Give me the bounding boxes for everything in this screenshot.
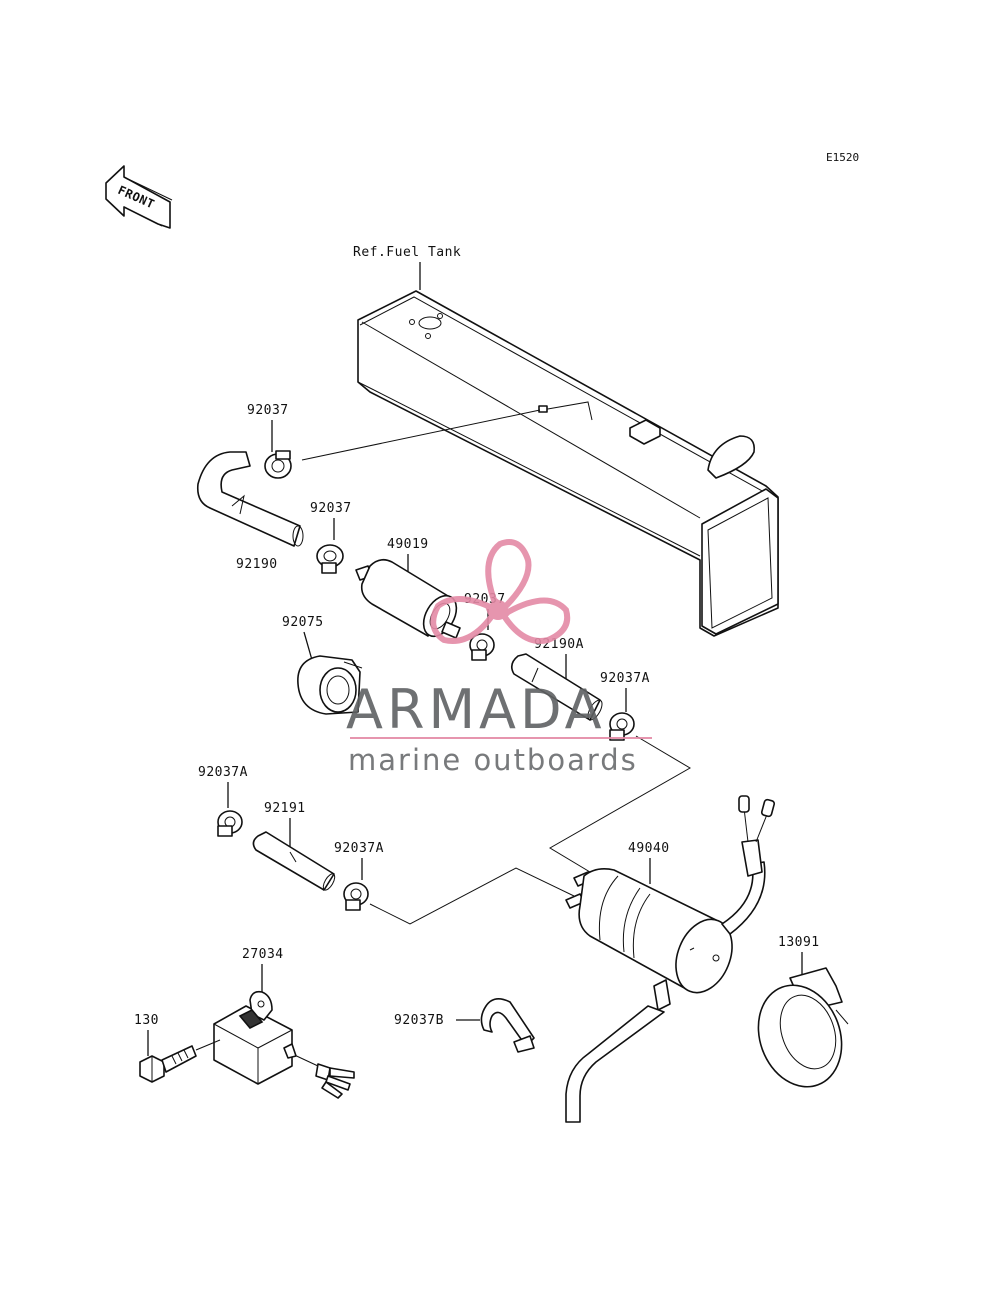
callout-clamp-top: 92037	[247, 403, 289, 418]
callout-pump: 49040	[628, 841, 670, 856]
hose-clamp-b	[480, 998, 535, 1053]
hose-clamp-a-right	[609, 712, 635, 741]
propeller-logo-icon	[430, 539, 571, 644]
armada-watermark: ARMADA marine outboards	[346, 539, 652, 777]
callout-relay: 27034	[242, 947, 284, 962]
callout-bolt: 130	[134, 1013, 159, 1028]
callout-fuel-tank: Ref.Fuel Tank	[353, 245, 461, 260]
fuel-hose-92190	[196, 451, 304, 547]
callout-filter: 49019	[387, 537, 429, 552]
hose-clamp-a-mid	[343, 882, 369, 911]
hose-clamp-2	[316, 544, 344, 574]
callout-bracket-pump: 13091	[778, 935, 820, 950]
hose-clamp-a-left	[217, 810, 243, 837]
fuel-hose-92191	[252, 831, 336, 891]
fuel-pump	[565, 795, 776, 1123]
hose-clamp-top	[264, 450, 292, 479]
bolt	[139, 1039, 221, 1083]
callout-clamp-2: 92037	[310, 501, 352, 516]
hose-clamp-3	[469, 633, 495, 661]
pump-relay	[213, 990, 355, 1099]
front-arrow-icon: FRONT	[105, 165, 173, 229]
watermark-brand: ARMADA	[346, 678, 606, 741]
callout-clamp-a-left: 92037A	[198, 765, 248, 780]
watermark-tagline: marine outboards	[348, 743, 638, 777]
filter-holder	[297, 655, 363, 715]
callout-clamp-b: 92037B	[394, 1013, 444, 1028]
fuel-tank	[357, 290, 779, 637]
callout-hose-top: 92190	[236, 557, 278, 572]
callout-hose-short: 92191	[264, 801, 306, 816]
callout-clamp-a-mid: 92037A	[334, 841, 384, 856]
callout-holder: 92075	[282, 615, 324, 630]
callout-clamp-a-right: 92037A	[600, 671, 650, 686]
fuel-hose-92190a	[510, 653, 603, 721]
diagram-code: E1520	[826, 151, 859, 164]
pump-bracket	[757, 967, 849, 1088]
